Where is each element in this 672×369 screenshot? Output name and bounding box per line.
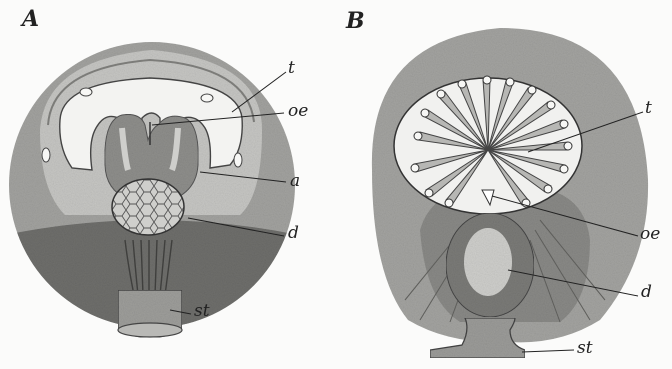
figure-b-label-d: d <box>641 284 652 301</box>
figure-b-organ-d <box>464 228 512 296</box>
figure-a-label-d: d <box>288 225 299 242</box>
figure-b-label-st: st <box>577 340 593 357</box>
panel-label-a: A <box>22 8 39 30</box>
panel-label-b: B <box>346 10 365 32</box>
figure-b-label-oe: oe <box>640 226 660 243</box>
figure-a-label-oe: oe <box>288 103 308 120</box>
figure-a-cell-mass <box>112 179 184 235</box>
figure-a-drawing <box>5 42 299 338</box>
figure-a-label-a: a <box>290 173 300 190</box>
figure-a-label-st: st <box>194 303 210 320</box>
figure-b-label-t: t <box>645 100 652 117</box>
figure-a-label-t: t <box>288 60 295 77</box>
figure-b-drawing <box>372 28 648 358</box>
